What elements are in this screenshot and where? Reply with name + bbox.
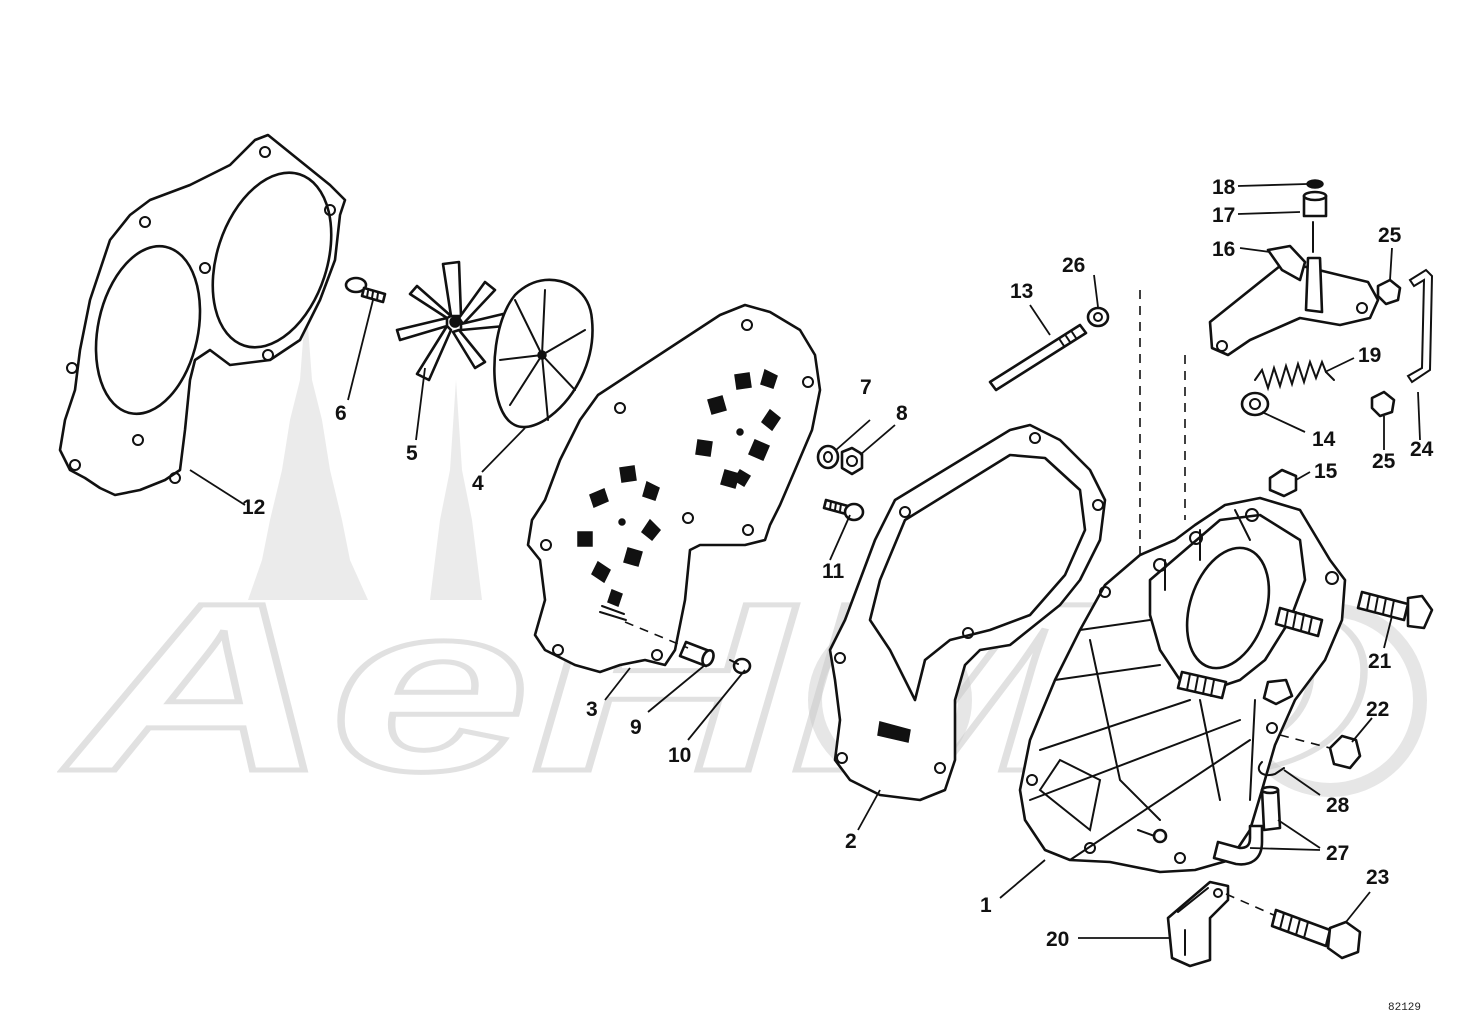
part-2-gasket <box>828 423 1107 802</box>
callout-22: 22 <box>1366 698 1389 721</box>
callout-11: 11 <box>822 560 845 583</box>
callout-28: 28 <box>1326 794 1350 817</box>
callout-19: 19 <box>1358 344 1381 367</box>
callout-9: 9 <box>630 716 642 739</box>
callout-labels: 1 2 3 4 5 6 7 8 9 10 11 12 13 14 15 16 1… <box>242 176 1434 951</box>
leader-lines <box>189 183 1421 939</box>
callout-10: 10 <box>668 744 691 767</box>
part-17-sleeve <box>1302 190 1328 253</box>
part-15-nut <box>1268 468 1298 498</box>
callout-13: 13 <box>1010 280 1033 303</box>
alignment-line <box>624 621 689 649</box>
callout-4: 4 <box>472 472 484 495</box>
callout-8: 8 <box>896 402 908 425</box>
part-12-gasket <box>58 133 347 497</box>
callout-20: 20 <box>1046 928 1069 951</box>
callout-24: 24 <box>1410 438 1434 461</box>
callout-23: 23 <box>1366 866 1389 889</box>
callout-16: 16 <box>1212 238 1235 261</box>
callout-21: 21 <box>1368 650 1392 673</box>
alignment-line <box>1225 893 1277 917</box>
callout-17: 17 <box>1212 204 1235 227</box>
part-7-washer <box>816 444 840 470</box>
part-3-valve-plate <box>526 303 822 674</box>
part-18-clip <box>1306 179 1324 189</box>
callout-18: 18 <box>1212 176 1236 199</box>
part-4-flower-valve <box>493 278 594 429</box>
part-24-link-rod <box>1406 268 1434 384</box>
part-6-screw <box>344 276 387 304</box>
part-13-stud <box>988 323 1088 392</box>
callout-12: 12 <box>242 496 265 519</box>
part-27-hose-elbow <box>1212 824 1264 866</box>
part-14-bushing <box>1240 391 1270 417</box>
part-27-hose-short <box>1260 785 1282 832</box>
part-22-nut <box>1328 734 1362 770</box>
watermark-tower-silhouette <box>248 300 368 600</box>
callout-2: 2 <box>845 830 857 853</box>
part-8-nut <box>840 446 864 476</box>
part-16-lever <box>1208 244 1380 357</box>
part-11-screw <box>822 498 865 522</box>
alignment-line <box>1279 734 1331 749</box>
part-19-spring <box>1254 358 1335 392</box>
watermark-building-silhouette <box>430 380 482 600</box>
part-5-star-valve <box>395 260 507 382</box>
part-20-bracket <box>1166 880 1230 968</box>
callout-14: 14 <box>1312 428 1336 451</box>
callout-15: 15 <box>1314 460 1338 483</box>
callout-1: 1 <box>980 894 992 917</box>
callout-27: 27 <box>1326 842 1349 865</box>
drawing-number: 82129 <box>1388 1002 1421 1014</box>
callout-26: 26 <box>1062 254 1085 277</box>
callout-6: 6 <box>335 402 347 425</box>
part-25-nut-bottom <box>1370 390 1396 418</box>
callout-25-bottom: 25 <box>1372 450 1396 473</box>
part-25-nut-top <box>1376 278 1402 306</box>
part-26-washer <box>1086 306 1110 328</box>
callout-25-top: 25 <box>1378 224 1402 247</box>
callout-3: 3 <box>586 698 598 721</box>
part-28-clip <box>1257 761 1285 776</box>
callout-7: 7 <box>860 376 872 399</box>
part-1-housing <box>1018 496 1347 874</box>
callout-5: 5 <box>406 442 418 465</box>
part-21-screw <box>1356 590 1434 630</box>
part-23-bolt <box>1270 908 1362 960</box>
